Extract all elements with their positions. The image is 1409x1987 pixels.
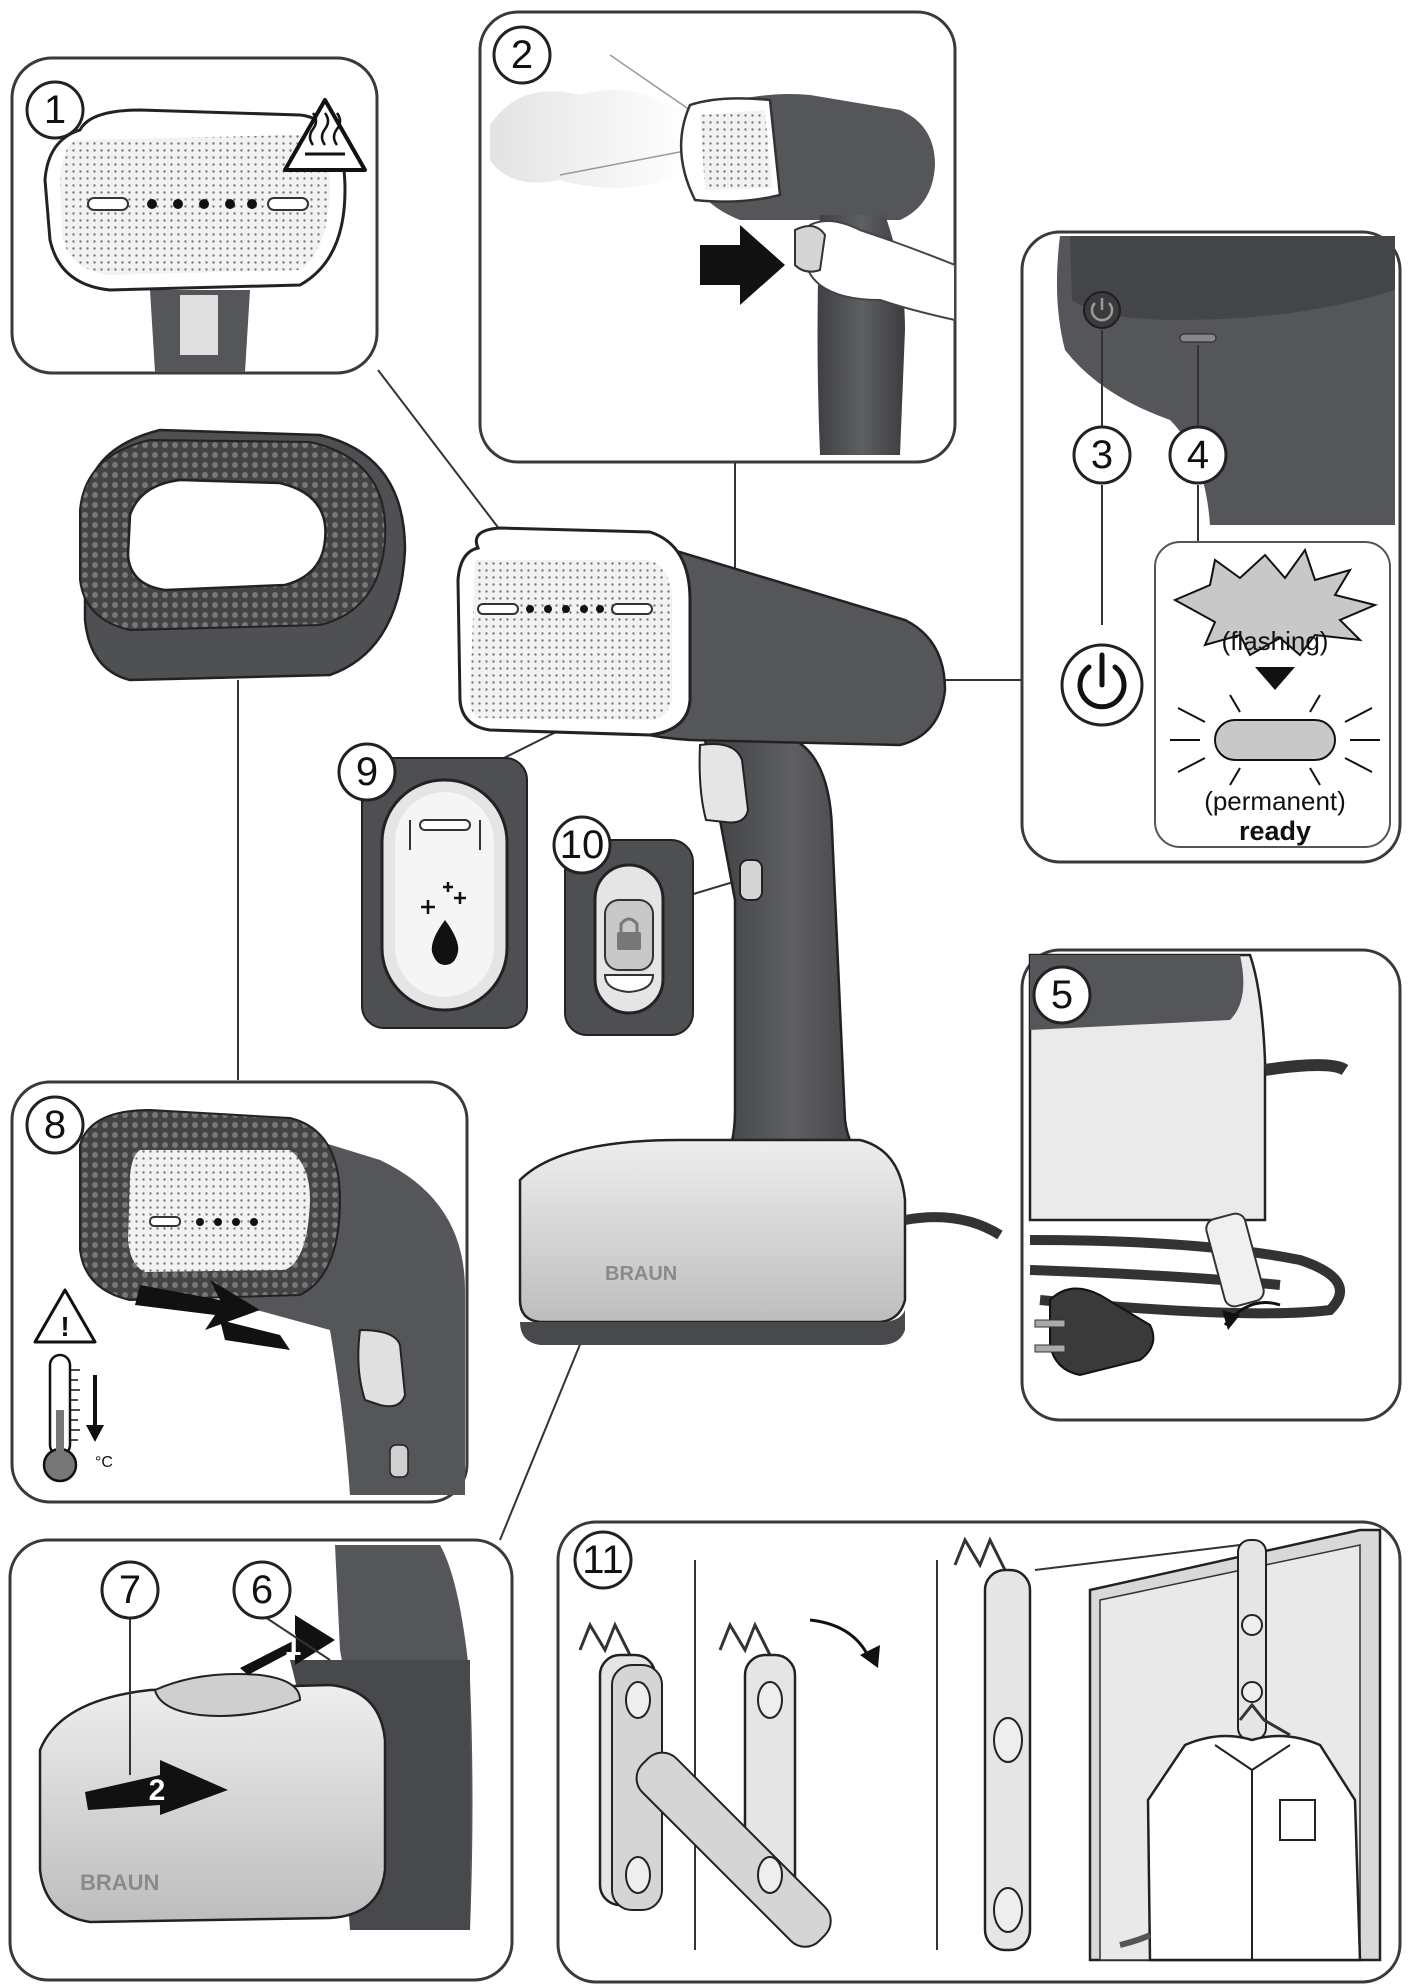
step-number-8: 8 [44,1103,66,1147]
step-badge-1 [25,80,85,140]
caution-icon: ! [33,1288,97,1344]
step-number-5: 5 [1051,973,1073,1017]
step-number-7: 7 [119,1568,141,1612]
hot-surface-warning-icon [283,98,367,172]
step-badge-7 [100,1560,160,1620]
step-badge-11 [573,1530,633,1590]
permanent-indicator-icon [1170,694,1380,786]
hanger-extended [953,1536,1241,1952]
panel-8: ! °C 8 [10,1080,469,1504]
step-number-1: 1 [44,88,66,132]
base-logo: BRAUN [605,1263,677,1285]
panel-1: 1 [10,56,379,375]
power-button-small-icon [1090,298,1114,322]
panel-9: 9 [337,742,528,1029]
step-badge-5 [1032,965,1092,1025]
step-badge-2 [492,25,552,85]
step-badge-6 [232,1560,292,1620]
hanger-folded [578,1621,663,1911]
step-badge-4 [1168,425,1228,485]
step-badge-10 [552,815,612,875]
nozzle-holes [477,603,653,615]
panel-10: 10 [552,815,694,1036]
flashing-label: (flashing) [1222,626,1329,656]
step-number-2: 2 [511,33,533,77]
flashing-indicator-icon [1172,547,1379,657]
main-steamer: BRAUN [456,526,1003,1345]
tank-logo: BRAUN [80,1870,159,1895]
step-number-11: 11 [582,1538,624,1582]
step-badge-9 [337,742,397,802]
arrow-1-label: 1 [285,1629,302,1662]
panel-3-4: 3 4 (flashing) [1020,230,1402,864]
panel-6-7: BRAUN 1 2 7 6 [8,1538,514,1982]
panel-11: 11 [556,1520,1402,1984]
step-number-10: 10 [560,823,605,867]
lock-icon [617,917,641,950]
hanger-unfolding [635,1618,880,1948]
panel-5: 5 [1020,948,1402,1422]
step-number-9: 9 [356,750,378,794]
ready-label: ready [1239,816,1311,846]
door-with-shirt [1088,1528,1382,1962]
step-badge-3 [1072,425,1132,485]
arrow-2-label: 2 [149,1774,166,1807]
step-number-4: 4 [1187,433,1209,477]
permanent-label: (permanent) [1204,786,1346,816]
step-number-6: 6 [251,1568,273,1612]
step-number-3: 3 [1091,433,1113,477]
step-badge-8 [25,1095,85,1155]
thermometer-unit: °C [95,1454,113,1471]
transition-arrow-icon [1255,667,1295,690]
panel-2: 2 [478,10,957,464]
water-drop-icon [421,882,466,965]
brush-attachment [79,428,407,682]
svg-text:!: ! [60,1311,69,1342]
thermometer-icon [42,1353,104,1483]
power-icon [1060,643,1144,727]
leader-lines [237,369,1022,1541]
